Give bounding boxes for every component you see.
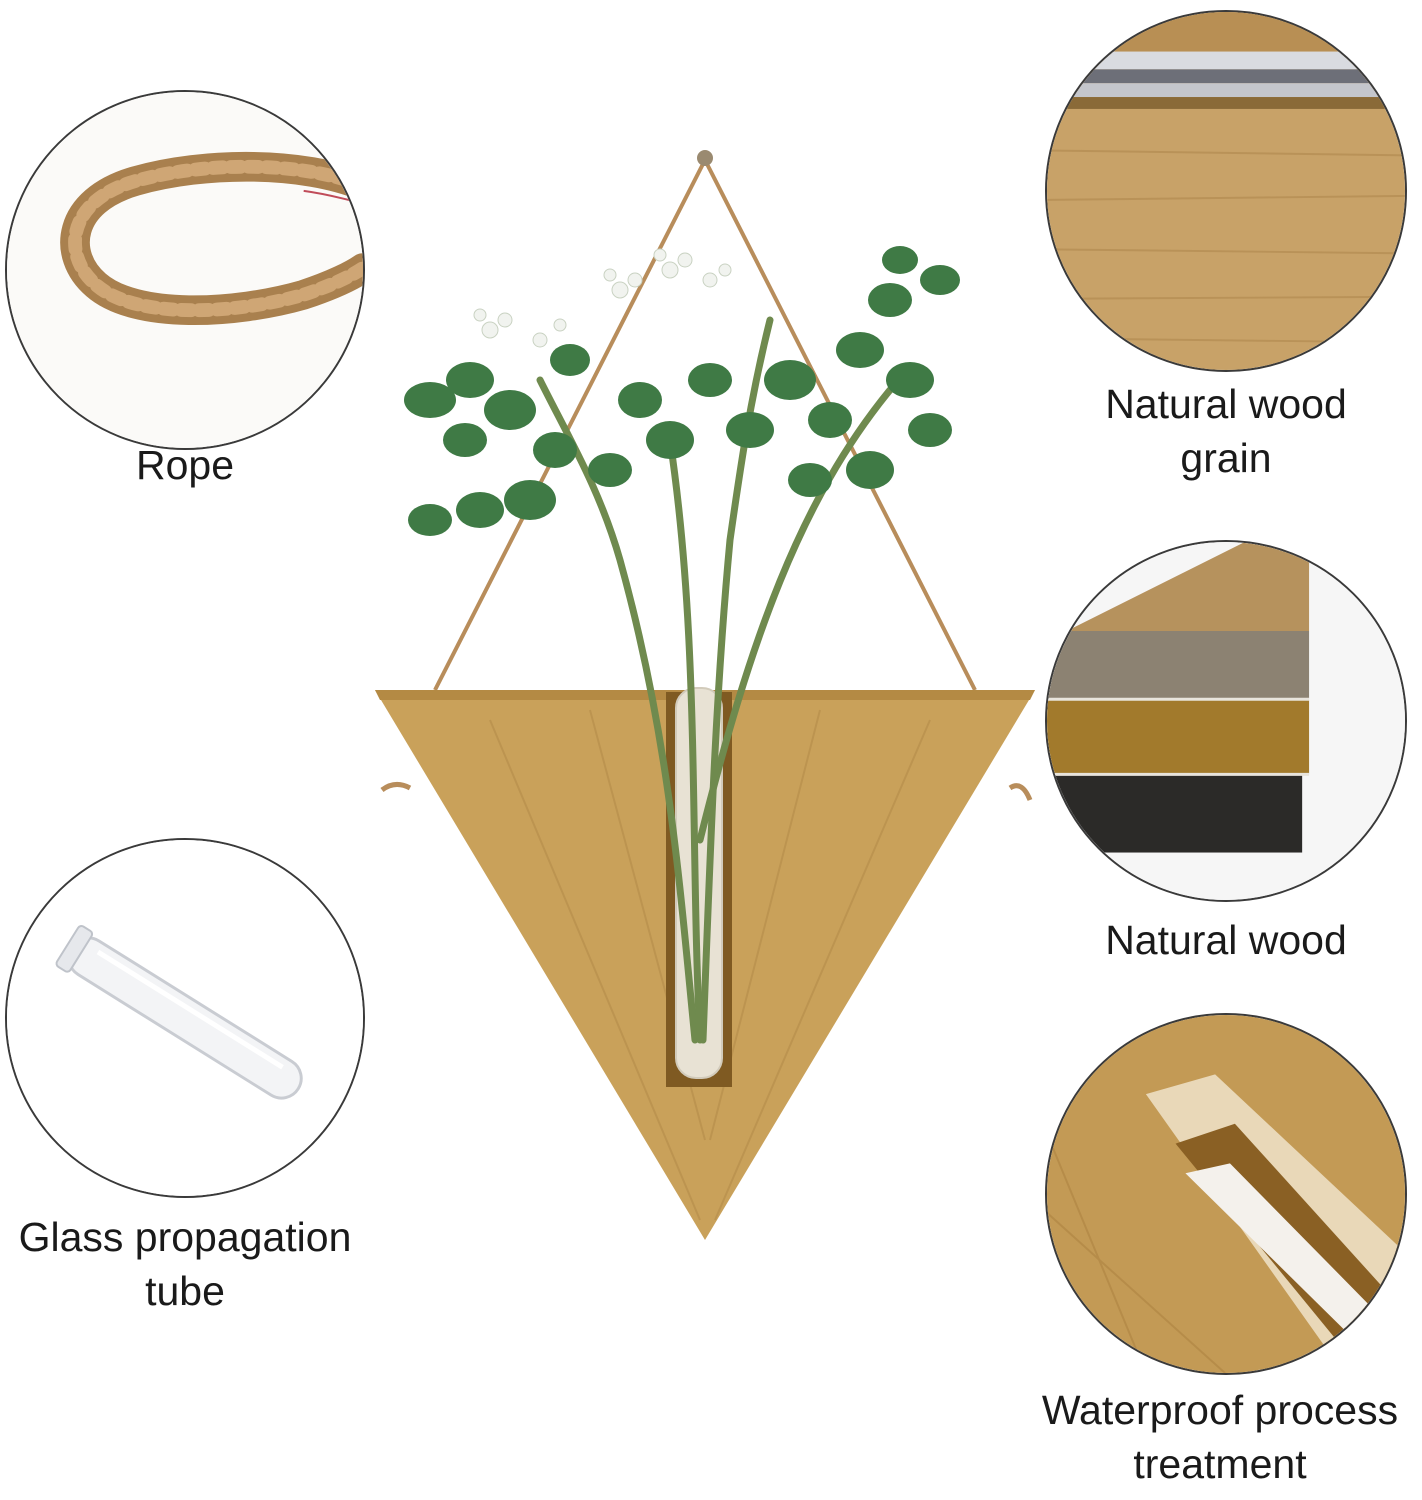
waterproof-label: Waterproof process treatment [1041,1387,1399,1487]
jute-rope-loop-icon [7,92,363,448]
rope-label: Rope [135,442,234,488]
glass-test-tube-icon [7,840,363,1196]
hanging-rope-left [433,159,707,691]
wood-grain-closeup-icon [1047,12,1405,370]
wall-nail-icon [697,150,713,166]
rope-detail-circle [5,90,365,450]
wood-grain-label: Natural wood grain [1105,381,1347,481]
wood-slot-closeup-icon [1047,1015,1405,1373]
glass-tube-detail-circle [5,838,365,1198]
wood-colors-detail-circle [1045,540,1407,902]
wood-color-swatches-icon [1047,542,1405,900]
glass-tube-label: Glass propagation tube [18,1214,352,1314]
wood-grain-detail-circle [1045,10,1407,372]
natural-wood-label: Natural wood [1105,917,1347,963]
triangle-wood-planter-icon [375,150,1035,1240]
waterproof-slot-detail-circle [1045,1013,1407,1375]
